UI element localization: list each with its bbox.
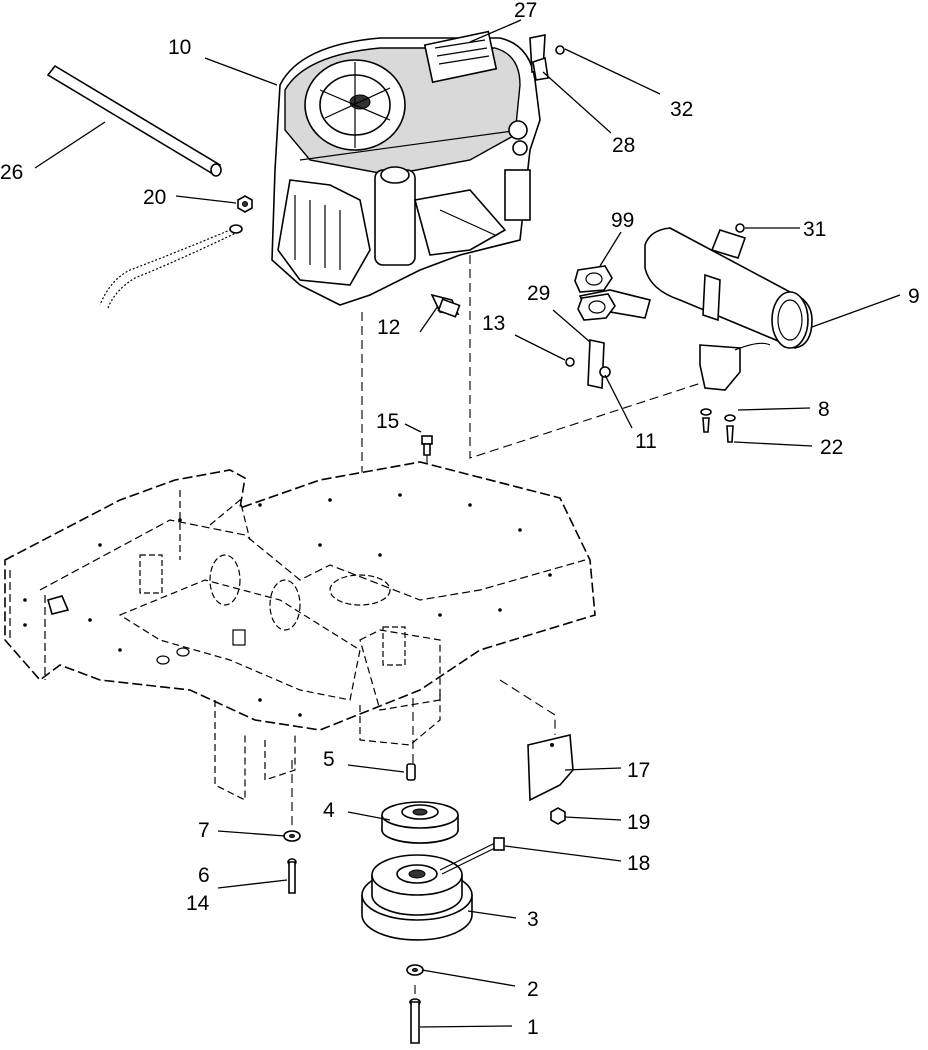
muffler-hardware xyxy=(700,223,745,443)
callout-27: 27 xyxy=(514,0,537,22)
callout-1: 1 xyxy=(527,1016,539,1039)
exhaust-gaskets xyxy=(574,265,616,321)
bracket-assembly xyxy=(529,34,565,81)
callout-20: 20 xyxy=(143,186,166,209)
clutch-shield xyxy=(527,734,574,825)
oil-fitting xyxy=(430,293,461,318)
callout-7: 7 xyxy=(198,819,210,842)
callout-26: 26 xyxy=(0,161,23,184)
callout-9: 9 xyxy=(908,285,920,308)
callout-14: 14 xyxy=(186,892,210,915)
callout-29: 29 xyxy=(527,282,550,305)
electric-clutch xyxy=(361,837,505,941)
callout-2: 2 xyxy=(527,978,539,1001)
callout-22: 22 xyxy=(820,436,843,459)
engine-mount-bolt xyxy=(421,435,433,456)
ground-wire xyxy=(99,195,253,309)
callout-3: 3 xyxy=(527,908,539,931)
callout-19: 19 xyxy=(627,811,650,834)
callout-11: 11 xyxy=(635,430,657,453)
muffler-bracket xyxy=(565,339,611,389)
mower-frame xyxy=(4,461,596,801)
callout-4: 4 xyxy=(323,799,335,822)
callout-15: 15 xyxy=(376,410,399,433)
callout-31: 31 xyxy=(803,218,826,241)
leader-lines xyxy=(34,19,901,1028)
callout-12: 12 xyxy=(377,316,400,339)
callout-18: 18 xyxy=(627,852,650,875)
callout-13: 13 xyxy=(482,312,505,335)
callout-28: 28 xyxy=(612,134,635,157)
callout-6: 6 xyxy=(198,864,210,887)
callout-32: 32 xyxy=(670,98,693,121)
callout-17: 17 xyxy=(627,759,650,782)
callout-5: 5 xyxy=(323,748,335,771)
callout-10: 10 xyxy=(168,36,191,59)
frame-holes xyxy=(23,493,552,717)
bottom-hardware xyxy=(283,830,424,1044)
breather-tube xyxy=(46,64,222,177)
callout-8: 8 xyxy=(818,398,830,421)
pulley xyxy=(381,763,459,844)
callout-99: 99 xyxy=(611,209,634,232)
engine xyxy=(271,30,541,306)
muffler xyxy=(578,227,813,391)
